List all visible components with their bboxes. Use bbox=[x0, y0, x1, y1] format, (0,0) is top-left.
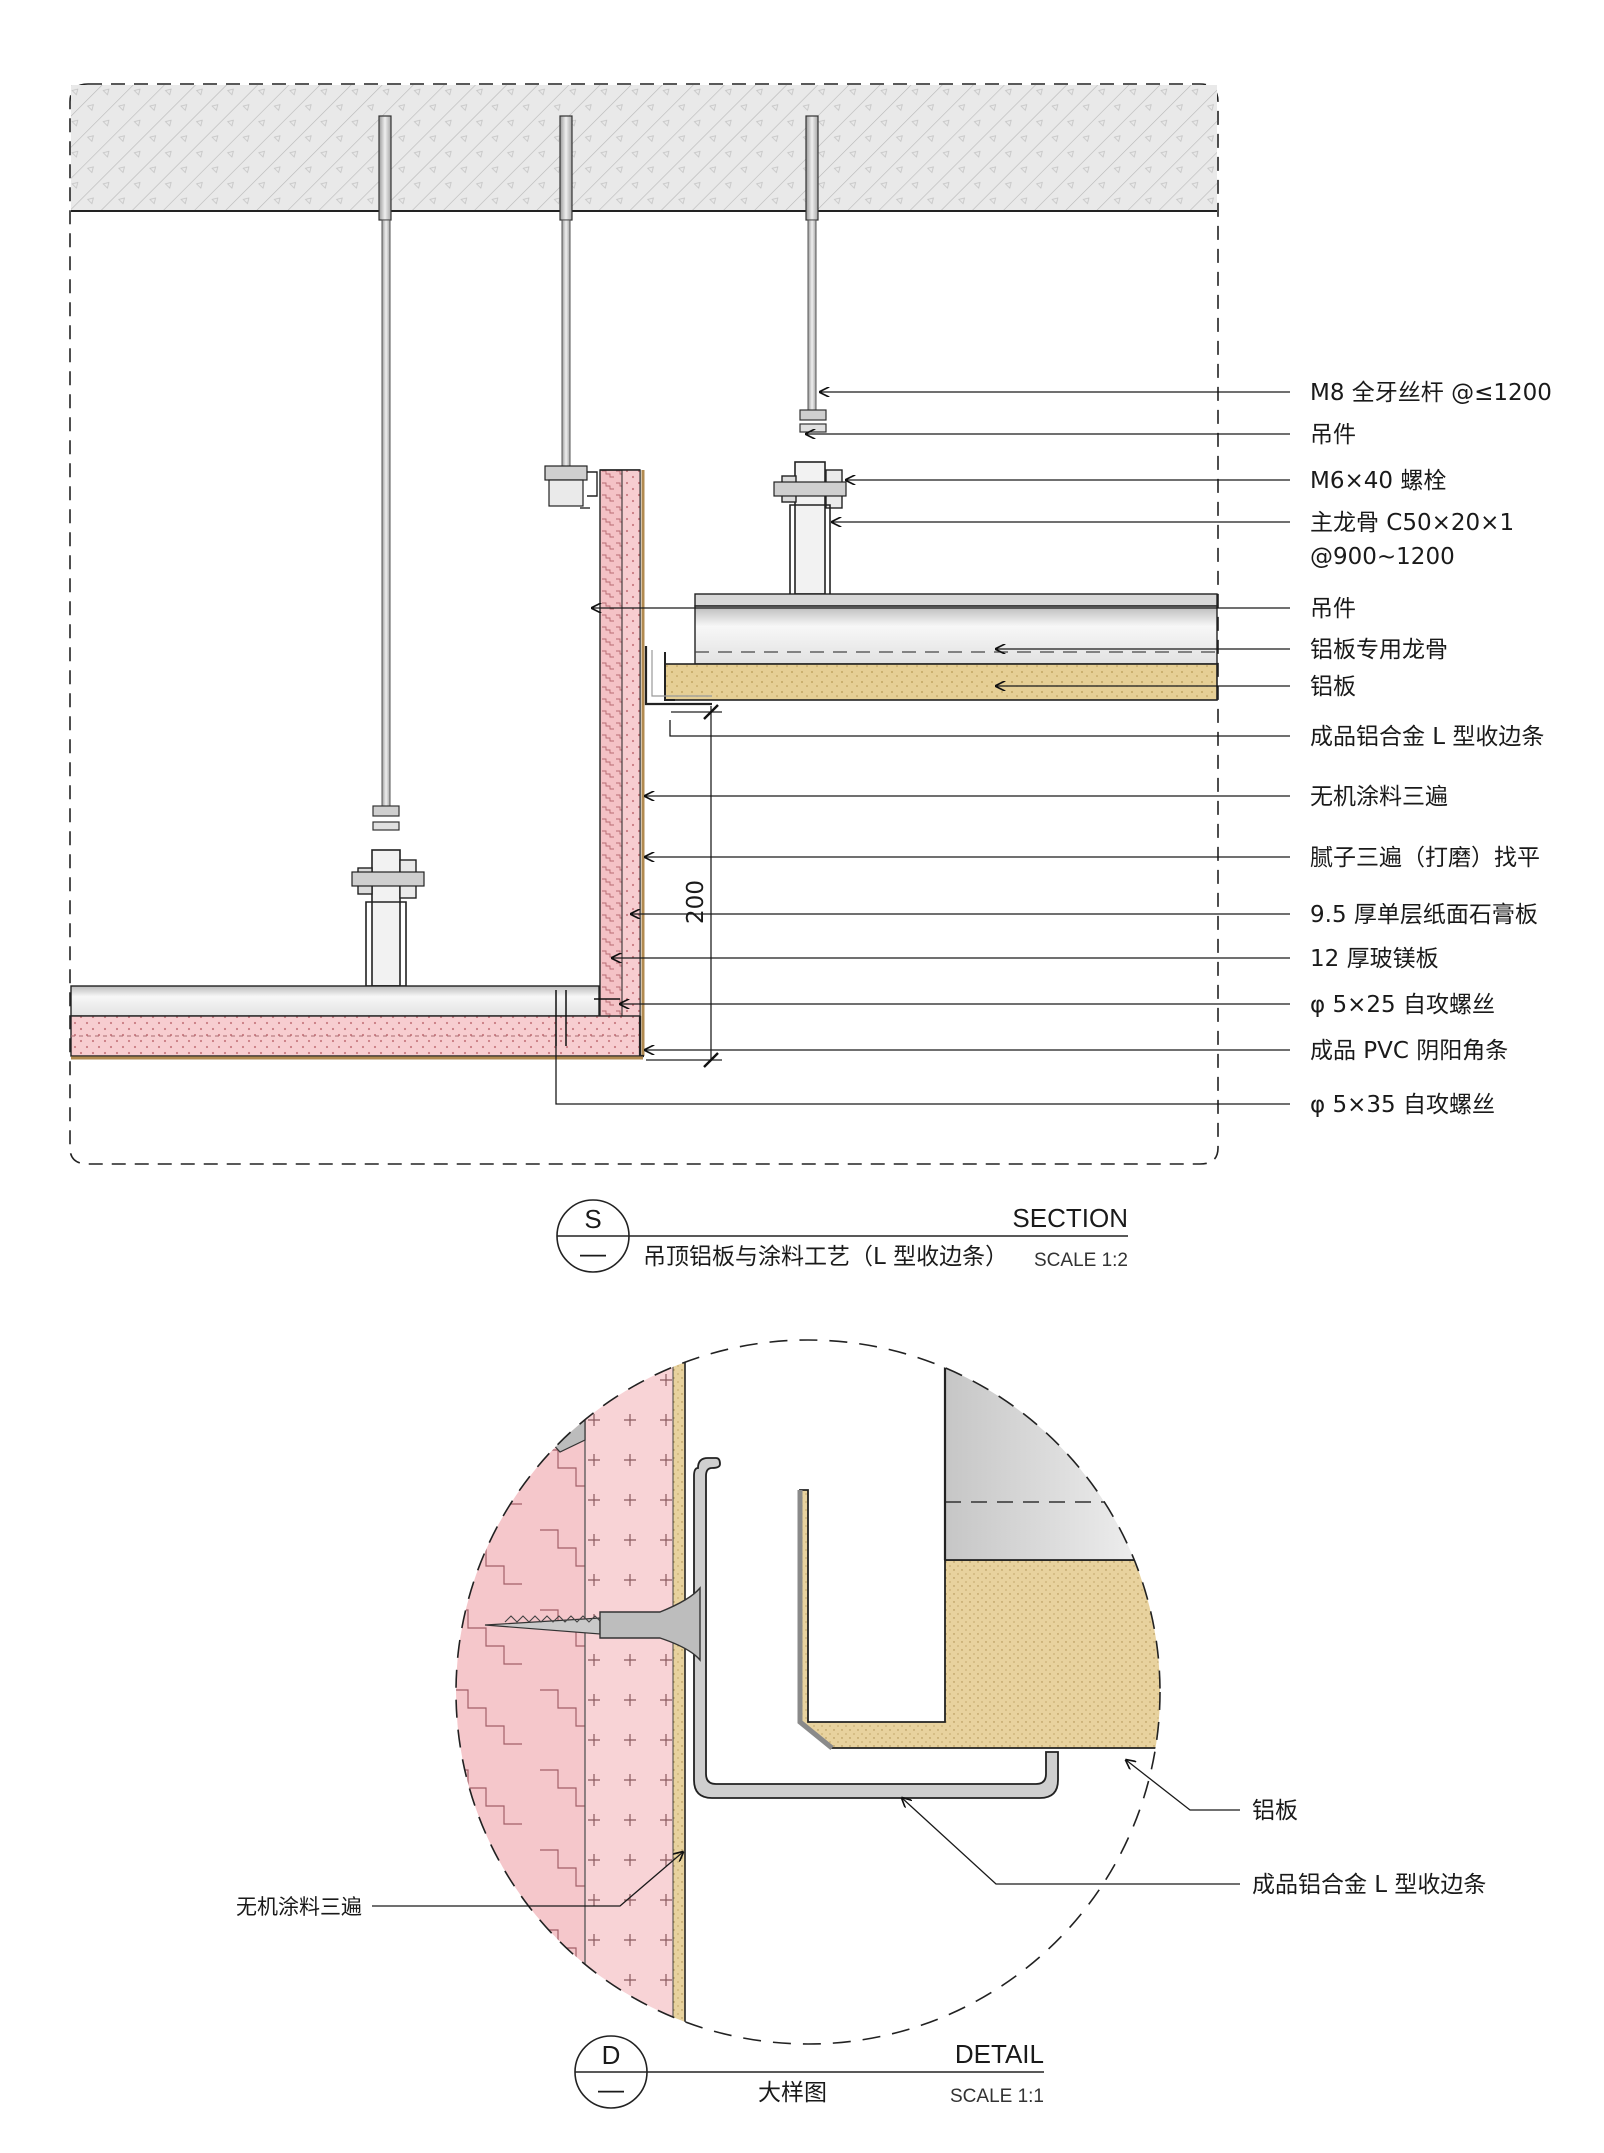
section-drawing: 200 M8 全牙丝杆 @≤1200 吊件 M6×40 螺栓 主龙骨 C50×2… bbox=[69, 83, 1552, 1165]
detail-label-l-trim: 成品铝合金 L 型收边条 bbox=[1252, 1872, 1486, 1898]
section-title-submark: — bbox=[580, 1238, 606, 1268]
hanger-left bbox=[351, 849, 425, 987]
label-hanger-1: 吊件 bbox=[1310, 422, 1356, 448]
label-rod: M8 全牙丝杆 @≤1200 bbox=[1310, 380, 1552, 406]
concrete-slab bbox=[71, 85, 1217, 211]
section-title-block: S — SECTION 吊顶铝板与涂料工艺（L 型收边条） SCALE 1:2 bbox=[556, 1199, 1128, 1273]
aluminum-ceiling bbox=[644, 593, 1218, 706]
detail-drawing: 铝板 成品铝合金 L 型收边条 无机涂料三遍 bbox=[236, 1339, 1486, 2045]
label-coating: 无机涂料三遍 bbox=[1310, 784, 1448, 810]
threaded-rod-middle bbox=[559, 115, 573, 469]
detail-title-kind: DETAIL bbox=[955, 2039, 1044, 2069]
detail-title-scale: SCALE 1:1 bbox=[950, 2086, 1044, 2107]
detail-title-mark: D bbox=[602, 2040, 621, 2070]
threaded-rod-left bbox=[372, 115, 400, 831]
label-alu-keel: 铝板专用龙骨 bbox=[1310, 637, 1448, 663]
label-gypsum: 9.5 厚单层纸面石膏板 bbox=[1310, 902, 1538, 928]
section-title-mark: S bbox=[584, 1204, 601, 1234]
hanger-middle bbox=[544, 465, 598, 507]
hanger-right bbox=[773, 461, 847, 596]
label-screw-25: φ 5×25 自攻螺丝 bbox=[1310, 992, 1495, 1018]
dimension-200: 200 bbox=[646, 704, 722, 1068]
section-title-name: 吊顶铝板与涂料工艺（L 型收边条） bbox=[643, 1244, 1008, 1270]
label-pvc-corner: 成品 PVC 阴阳角条 bbox=[1310, 1038, 1508, 1064]
label-mgo-board: 12 厚玻镁板 bbox=[1310, 946, 1439, 972]
label-putty: 腻子三遍（打磨）找平 bbox=[1310, 845, 1540, 871]
dimension-value: 200 bbox=[683, 880, 709, 924]
label-alu-panel: 铝板 bbox=[1310, 674, 1356, 700]
l-trim-profile bbox=[693, 1457, 1059, 1799]
label-hanger-2: 吊件 bbox=[1310, 596, 1356, 622]
detail-title-name: 大样图 bbox=[758, 2080, 827, 2106]
label-l-trim: 成品铝合金 L 型收边条 bbox=[1310, 724, 1544, 750]
threaded-rod-right bbox=[799, 115, 827, 433]
section-leaders bbox=[555, 392, 1290, 1105]
label-main-keel: 主龙骨 C50×20×1 bbox=[1310, 510, 1514, 536]
detail-title-block: D — DETAIL 大样图 SCALE 1:1 bbox=[574, 2035, 1044, 2109]
gypsum-ceiling bbox=[70, 985, 644, 1060]
detail-title-submark: — bbox=[598, 2074, 624, 2104]
section-title-kind: SECTION bbox=[1012, 1203, 1128, 1233]
label-bolt: M6×40 螺栓 bbox=[1310, 468, 1446, 494]
vertical-wall bbox=[599, 469, 645, 1056]
detail-label-alu-panel: 铝板 bbox=[1252, 1798, 1298, 1824]
label-screw-35: φ 5×35 自攻螺丝 bbox=[1310, 1092, 1495, 1118]
label-main-keel-spacing: @900~1200 bbox=[1310, 544, 1455, 570]
section-title-scale: SCALE 1:2 bbox=[1034, 1250, 1128, 1271]
detail-label-coating: 无机涂料三遍 bbox=[236, 1895, 362, 1919]
